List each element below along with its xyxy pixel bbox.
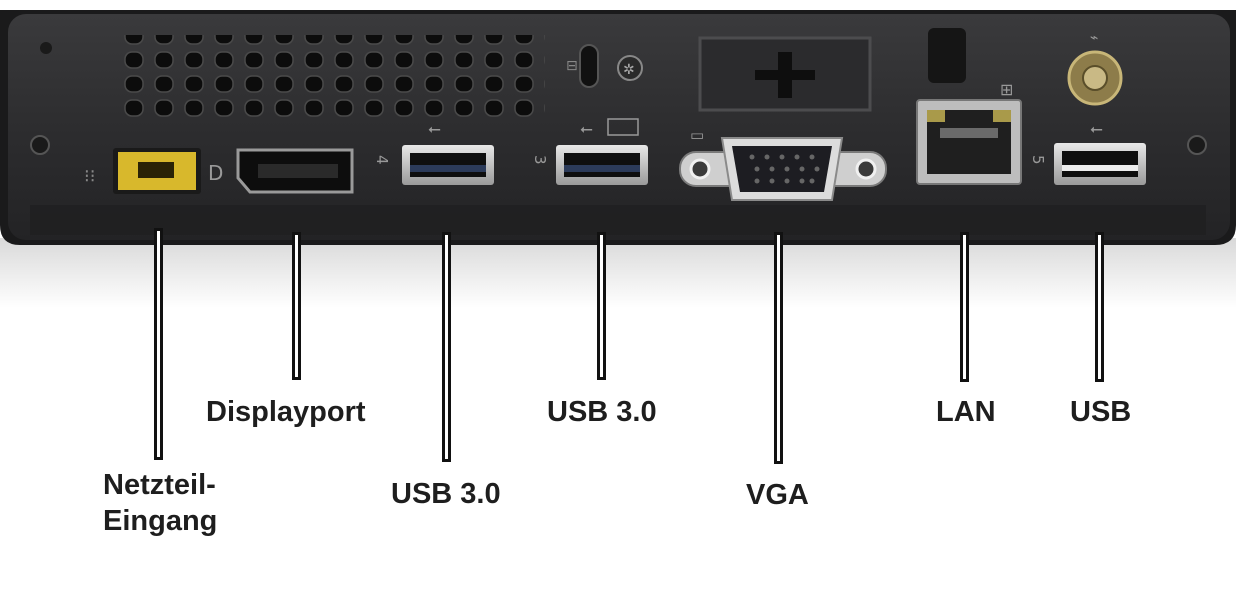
right-screw-hole [1187,135,1207,155]
label-usb-5: USB [1070,396,1132,428]
label-usb-3: USB 3.0 [547,396,657,428]
label-displayport: Displayport [206,396,366,428]
callout-line-displayport [292,232,301,380]
upper-left-hole [40,42,52,54]
label-power-line-1: Netzteil- [103,469,216,501]
power-port-pin [138,162,174,178]
antenna-clip [928,28,966,83]
vga-screw-left [689,158,711,180]
label-lan: LAN [936,396,996,428]
port-number-4: 4 [373,155,391,165]
displayport-icon: D [208,161,223,185]
lan-contacts [940,128,998,138]
usb-icon: ⭠ [1090,119,1103,138]
surface-reflection [0,238,1236,308]
thumb-screw [617,55,643,81]
callout-line-vga [774,232,783,464]
usb-icon: ⭠ [580,119,593,138]
expansion-slot-vertical [778,52,792,98]
lan-led-left [927,110,945,122]
port-number-3: 3 [531,155,549,165]
lan-led-right [993,110,1011,122]
usb-port-5-tongue [1062,165,1138,171]
keyboard-icon [607,118,639,136]
kensington-lock-slot [579,44,599,88]
usb-port-3-tongue [564,165,640,172]
label-vga: VGA [746,479,809,511]
left-screw-hole [30,135,50,155]
callout-line-usb-4 [442,232,451,462]
callout-line-usb-3 [597,232,606,380]
vga-pins [749,154,820,184]
wifi-icon: ⌁ [1090,30,1098,46]
network-icon: ⊞ [1000,80,1013,99]
monitor-icon: ▭ [690,126,704,144]
usb-port-5-socket [1062,151,1138,177]
power-icon: ⁝⁝ [84,166,95,187]
usb-port-4-tongue [410,165,486,172]
vga-screw-right [855,158,877,180]
callout-line-power [154,228,163,460]
usb-icon: ⭠ [428,119,441,138]
callout-line-lan [960,232,969,382]
port-number-5: 5 [1029,155,1047,165]
callout-line-usb-5 [1095,232,1104,382]
screw-icon: ✲ [623,62,635,78]
label-power-input: Netzteil- Eingang [103,467,217,539]
displayport-contacts [258,164,338,178]
chassis-bottom-rim [30,205,1206,235]
lock-icon: ⊟ [566,58,578,74]
vent-grille [115,35,545,120]
label-power-line-2: Eingang [103,505,218,537]
antenna-connector-core [1082,65,1108,91]
label-usb-4: USB 3.0 [391,478,501,510]
